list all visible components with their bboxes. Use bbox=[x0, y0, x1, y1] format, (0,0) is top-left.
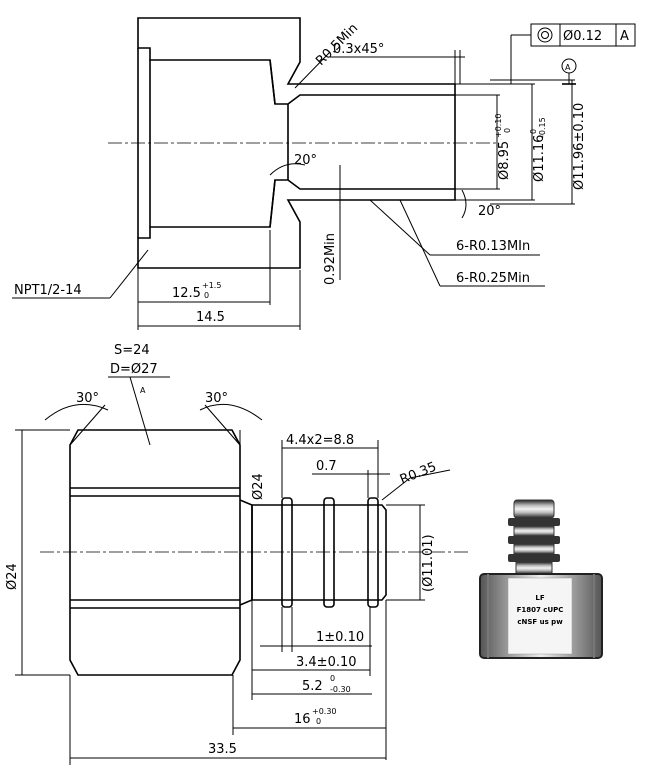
svg-text:0: 0 bbox=[529, 129, 538, 134]
barb-ring-1 bbox=[281, 497, 293, 608]
tolerance-frame: Ø0.12 A bbox=[510, 23, 636, 84]
svg-text:+0.30: +0.30 bbox=[312, 707, 337, 716]
product-photo: LF F1807 cUPC cNSF us pw bbox=[479, 499, 603, 659]
thread-label: NPT1/2-14 bbox=[14, 283, 82, 298]
hex-s: S=24 bbox=[114, 343, 150, 358]
hex-mark: A bbox=[140, 386, 146, 395]
photo-line2: F1807 cUPC bbox=[517, 606, 564, 614]
groove-r-013: 6-R0.13MIn bbox=[456, 239, 530, 254]
svg-text:0: 0 bbox=[316, 717, 321, 726]
hatched-body-upper bbox=[137, 17, 456, 105]
barb-ring-2 bbox=[323, 497, 335, 608]
bottom-side-view: S=24 D=Ø27 A 30° 30° 4.4x2=8.8 0.7 R0.35… bbox=[5, 343, 470, 765]
svg-text:0: 0 bbox=[330, 674, 335, 683]
concentricity-icon bbox=[537, 27, 553, 43]
groove-r-025: 6-R0.25Min bbox=[456, 271, 530, 286]
photo-line1: LF bbox=[535, 594, 544, 602]
barb-stem bbox=[251, 504, 387, 601]
dim-1: 1±0.10 bbox=[316, 630, 364, 645]
tolerance-datum: A bbox=[620, 29, 629, 44]
r-min-leader bbox=[294, 51, 331, 89]
dia-8-95: Ø8.95 +0.10 0 bbox=[494, 113, 512, 180]
hex-body bbox=[69, 429, 241, 676]
angle-left: 20° bbox=[294, 153, 317, 168]
svg-text:0: 0 bbox=[204, 291, 209, 300]
dia-11-01: (Ø11.01) bbox=[421, 534, 436, 592]
len-12-5: 12.5 +1.5 0 bbox=[172, 281, 221, 301]
dia-24-small: Ø24 bbox=[251, 473, 266, 500]
dim-16: 16 +0.30 0 bbox=[294, 707, 337, 727]
svg-text:+0.10: +0.10 bbox=[494, 113, 503, 138]
svg-text:16: 16 bbox=[294, 712, 311, 727]
hatched-body-lower bbox=[137, 179, 456, 269]
svg-text:5.2: 5.2 bbox=[302, 679, 323, 694]
chamfer-right: 30° bbox=[205, 391, 228, 406]
top-section-view: R0.5Min 0.3x45° Ø0.12 A A bbox=[12, 17, 636, 330]
photo-line3: cNSF us pw bbox=[517, 618, 563, 626]
barb-ring-3 bbox=[367, 497, 379, 608]
dia-24-large: Ø24 bbox=[5, 563, 20, 590]
datum-marker: A bbox=[561, 58, 577, 85]
dim-5-2: 5.2 0 -0.30 bbox=[302, 674, 351, 694]
hex-d: D=Ø27 bbox=[110, 362, 158, 377]
dim-33-5: 33.5 bbox=[208, 742, 237, 757]
svg-text:+1.5: +1.5 bbox=[202, 281, 221, 290]
dia-11-96: Ø11.96±0.10 bbox=[572, 103, 587, 190]
dia-11-16: Ø11.16 0 -0.15 bbox=[529, 117, 547, 182]
angle-right: 20° bbox=[478, 204, 501, 219]
svg-text:A: A bbox=[565, 63, 571, 72]
wall-min: 0.92Min bbox=[323, 233, 338, 285]
svg-text:12.5: 12.5 bbox=[172, 286, 201, 301]
svg-text:-0.15: -0.15 bbox=[538, 117, 547, 138]
r-035: R0.35 bbox=[398, 460, 439, 488]
svg-text:0: 0 bbox=[503, 128, 512, 133]
tolerance-value: Ø0.12 bbox=[563, 29, 602, 44]
chamfer-label: 0.3x45° bbox=[333, 42, 384, 57]
svg-text:Ø8.95: Ø8.95 bbox=[497, 141, 512, 180]
chamfer-left: 30° bbox=[76, 391, 99, 406]
dim-0-7: 0.7 bbox=[316, 459, 337, 474]
pipe-neck bbox=[239, 499, 253, 606]
svg-text:-0.30: -0.30 bbox=[330, 685, 351, 694]
pitch: 4.4x2=8.8 bbox=[286, 433, 354, 448]
dim-3-4: 3.4±0.10 bbox=[296, 655, 357, 670]
svg-text:Ø11.16: Ø11.16 bbox=[532, 135, 547, 182]
len-14-5: 14.5 bbox=[196, 310, 225, 325]
